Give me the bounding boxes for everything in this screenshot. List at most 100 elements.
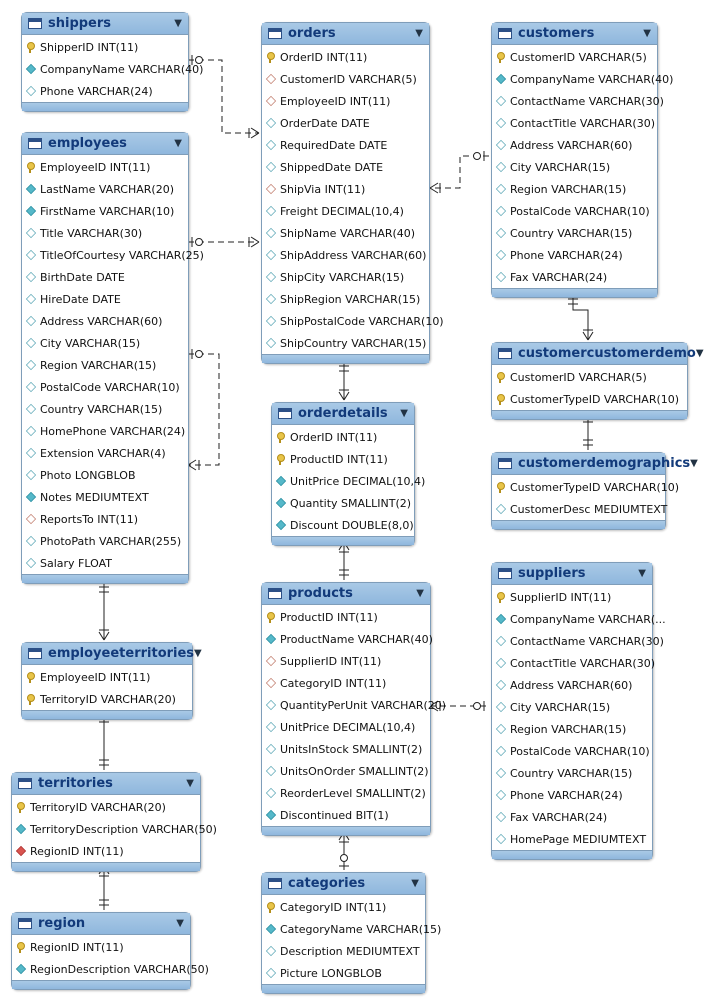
- column-row[interactable]: HomePage MEDIUMTEXT: [492, 828, 652, 850]
- column-row[interactable]: ReportsTo INT(11): [22, 508, 188, 530]
- column-row[interactable]: Discontinued BIT(1): [262, 804, 430, 826]
- column-row[interactable]: Description MEDIUMTEXT: [262, 940, 425, 962]
- column-row[interactable]: Title VARCHAR(30): [22, 222, 188, 244]
- column-row[interactable]: ContactName VARCHAR(30): [492, 630, 664, 652]
- column-row[interactable]: PhotoPath VARCHAR(255): [22, 530, 188, 552]
- column-row[interactable]: Address VARCHAR(60): [22, 310, 188, 332]
- column-row[interactable]: TerritoryID VARCHAR(20): [22, 688, 192, 710]
- column-row[interactable]: SupplierID INT(11): [492, 586, 652, 608]
- column-row[interactable]: ShipName VARCHAR(40): [262, 222, 429, 244]
- column-row[interactable]: TerritoryDescription VARCHAR(50): [12, 818, 217, 840]
- table-customercustomerdemo[interactable]: customercustomerdemo▼CustomerID VARCHAR(…: [491, 342, 704, 420]
- column-row[interactable]: Region VARCHAR(15): [22, 354, 188, 376]
- column-row[interactable]: OrderID INT(11): [272, 426, 414, 448]
- table-region[interactable]: region▼RegionID INT(11)RegionDescription…: [11, 912, 209, 990]
- collapse-arrow-icon[interactable]: ▼: [638, 568, 646, 579]
- column-row[interactable]: UnitsOnOrder SMALLINT(2): [262, 760, 430, 782]
- column-row[interactable]: BirthDate DATE: [22, 266, 188, 288]
- column-row[interactable]: FirstName VARCHAR(10): [22, 200, 188, 222]
- table-header[interactable]: customercustomerdemo▼: [492, 343, 704, 365]
- column-row[interactable]: ShipCity VARCHAR(15): [262, 266, 429, 288]
- column-row[interactable]: Address VARCHAR(60): [492, 134, 657, 156]
- collapse-arrow-icon[interactable]: ▼: [415, 28, 423, 39]
- column-row[interactable]: CustomerID VARCHAR(5): [492, 46, 657, 68]
- table-suppliers[interactable]: suppliers▼SupplierID INT(11)CompanyName …: [491, 562, 666, 860]
- column-row[interactable]: EmployeeID INT(11): [22, 666, 192, 688]
- column-row[interactable]: Country VARCHAR(15): [22, 398, 188, 420]
- column-row[interactable]: Region VARCHAR(15): [492, 178, 657, 200]
- column-row[interactable]: EmployeeID INT(11): [262, 90, 429, 112]
- column-row[interactable]: PostalCode VARCHAR(10): [492, 200, 657, 222]
- column-row[interactable]: ProductID INT(11): [262, 606, 430, 628]
- column-row[interactable]: CustomerTypeID VARCHAR(10): [492, 388, 687, 410]
- table-header[interactable]: customerdemographics▼: [492, 453, 698, 475]
- column-row[interactable]: OrderDate DATE: [262, 112, 429, 134]
- table-header[interactable]: employeeterritories▼: [22, 643, 202, 665]
- column-row[interactable]: EmployeeID INT(11): [22, 156, 188, 178]
- column-row[interactable]: CompanyName VARCHAR(...: [492, 608, 666, 630]
- collapse-arrow-icon[interactable]: ▼: [194, 648, 202, 659]
- column-row[interactable]: ShippedDate DATE: [262, 156, 429, 178]
- column-row[interactable]: CompanyName VARCHAR(40): [22, 58, 203, 80]
- column-row[interactable]: SupplierID INT(11): [262, 650, 430, 672]
- column-row[interactable]: City VARCHAR(15): [492, 156, 657, 178]
- column-row[interactable]: Extension VARCHAR(4): [22, 442, 188, 464]
- column-row[interactable]: UnitPrice DECIMAL(10,4): [272, 470, 425, 492]
- table-header[interactable]: shippers▼: [22, 13, 188, 35]
- collapse-arrow-icon[interactable]: ▼: [416, 588, 424, 599]
- column-row[interactable]: UnitsInStock SMALLINT(2): [262, 738, 430, 760]
- table-header[interactable]: orderdetails▼: [272, 403, 414, 425]
- column-row[interactable]: ShipPostalCode VARCHAR(10): [262, 310, 444, 332]
- table-header[interactable]: categories▼: [262, 873, 425, 895]
- column-row[interactable]: Quantity SMALLINT(2): [272, 492, 414, 514]
- table-territories[interactable]: territories▼TerritoryID VARCHAR(20)Terri…: [11, 772, 217, 872]
- column-row[interactable]: ShipRegion VARCHAR(15): [262, 288, 429, 310]
- column-row[interactable]: CustomerID VARCHAR(5): [492, 366, 687, 388]
- column-row[interactable]: Freight DECIMAL(10,4): [262, 200, 429, 222]
- column-row[interactable]: TerritoryID VARCHAR(20): [12, 796, 200, 818]
- column-row[interactable]: RequiredDate DATE: [262, 134, 429, 156]
- column-row[interactable]: Salary FLOAT: [22, 552, 188, 574]
- table-header[interactable]: customers▼: [492, 23, 657, 45]
- column-row[interactable]: Discount DOUBLE(8,0): [272, 514, 414, 536]
- column-row[interactable]: Country VARCHAR(15): [492, 762, 652, 784]
- column-row[interactable]: CustomerDesc MEDIUMTEXT: [492, 498, 667, 520]
- column-row[interactable]: RegionID INT(11): [12, 840, 200, 862]
- table-employees[interactable]: employees▼EmployeeID INT(11)LastName VAR…: [21, 132, 204, 584]
- column-row[interactable]: HireDate DATE: [22, 288, 188, 310]
- collapse-arrow-icon[interactable]: ▼: [174, 18, 182, 29]
- column-row[interactable]: ShipVia INT(11): [262, 178, 429, 200]
- column-row[interactable]: PostalCode VARCHAR(10): [492, 740, 652, 762]
- column-row[interactable]: ContactTitle VARCHAR(30): [492, 652, 655, 674]
- column-row[interactable]: ProductID INT(11): [272, 448, 414, 470]
- table-orderdetails[interactable]: orderdetails▼OrderID INT(11)ProductID IN…: [271, 402, 425, 546]
- column-row[interactable]: Phone VARCHAR(24): [22, 80, 188, 102]
- column-row[interactable]: CategoryID INT(11): [262, 896, 425, 918]
- table-employeeterritories[interactable]: employeeterritories▼EmployeeID INT(11)Te…: [21, 642, 202, 720]
- collapse-arrow-icon[interactable]: ▼: [176, 918, 184, 929]
- column-row[interactable]: UnitPrice DECIMAL(10,4): [262, 716, 430, 738]
- column-row[interactable]: City VARCHAR(15): [492, 696, 652, 718]
- column-row[interactable]: RegionID INT(11): [12, 936, 190, 958]
- column-row[interactable]: TitleOfCourtesy VARCHAR(25): [22, 244, 204, 266]
- column-row[interactable]: QuantityPerUnit VARCHAR(20): [262, 694, 446, 716]
- column-row[interactable]: ProductName VARCHAR(40): [262, 628, 433, 650]
- table-header[interactable]: suppliers▼: [492, 563, 652, 585]
- column-row[interactable]: CustomerID VARCHAR(5): [262, 68, 429, 90]
- column-row[interactable]: ShipperID INT(11): [22, 36, 188, 58]
- collapse-arrow-icon[interactable]: ▼: [186, 778, 194, 789]
- column-row[interactable]: ShipAddress VARCHAR(60): [262, 244, 429, 266]
- column-row[interactable]: Phone VARCHAR(24): [492, 244, 657, 266]
- table-customerdemographics[interactable]: customerdemographics▼CustomerTypeID VARC…: [491, 452, 698, 530]
- collapse-arrow-icon[interactable]: ▼: [690, 458, 698, 469]
- column-row[interactable]: ShipCountry VARCHAR(15): [262, 332, 429, 354]
- column-row[interactable]: Photo LONGBLOB: [22, 464, 188, 486]
- column-row[interactable]: RegionDescription VARCHAR(50): [12, 958, 209, 980]
- column-row[interactable]: PostalCode VARCHAR(10): [22, 376, 188, 398]
- column-row[interactable]: City VARCHAR(15): [22, 332, 188, 354]
- table-categories[interactable]: categories▼CategoryID INT(11)CategoryNam…: [261, 872, 441, 994]
- column-row[interactable]: ContactTitle VARCHAR(30): [492, 112, 657, 134]
- column-row[interactable]: OrderID INT(11): [262, 46, 429, 68]
- table-header[interactable]: region▼: [12, 913, 190, 935]
- collapse-arrow-icon[interactable]: ▼: [174, 138, 182, 149]
